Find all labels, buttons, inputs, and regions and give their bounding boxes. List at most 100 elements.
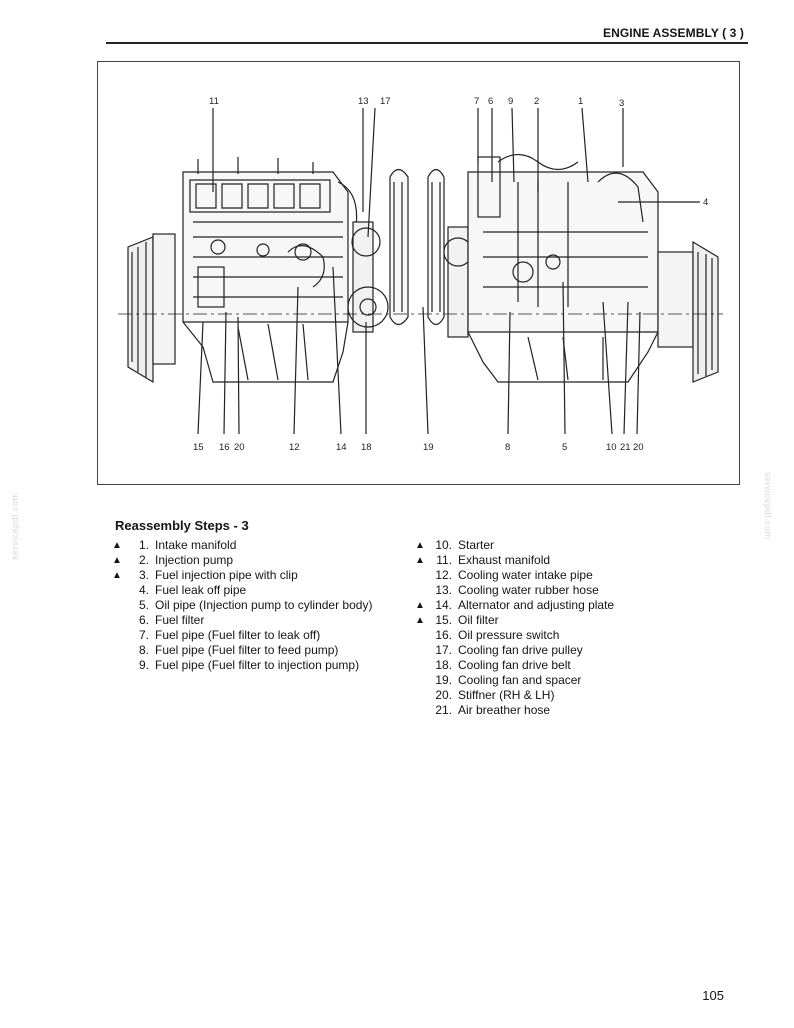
- step-item: ▲ 10. Starter: [415, 538, 725, 553]
- step-triangle-marker: ▲: [112, 555, 122, 566]
- step-item: 12. Cooling water intake pipe: [415, 568, 725, 583]
- step-item: ▲ 1. Intake manifold: [112, 538, 402, 553]
- step-triangle-marker: ▲: [415, 615, 425, 626]
- step-text: Cooling fan and spacer: [458, 673, 582, 687]
- step-number: 9.: [138, 658, 149, 672]
- step-text: Oil filter: [458, 613, 499, 627]
- callout-top-6: 9: [508, 96, 513, 107]
- step-triangle-marker: ▲: [112, 540, 122, 551]
- step-triangle-marker: [415, 568, 432, 583]
- step-item: 7.Fuel pipe (Fuel filter to leak off): [112, 628, 402, 643]
- step-item: 16. Oil pressure switch: [415, 628, 725, 643]
- step-item: 9. Fuel pipe (Fuel filter to injection pu…: [112, 658, 402, 673]
- step-item: 17. Cooling fan drive pulley: [415, 643, 725, 658]
- step-triangle-marker: [415, 673, 432, 688]
- step-triangle-marker: [112, 658, 129, 673]
- step-text: Air breather hose: [458, 703, 551, 717]
- callout-bottom-12: 20: [633, 442, 644, 453]
- step-triangle-marker: [415, 583, 432, 598]
- step-triangle-marker: ▲: [415, 540, 425, 551]
- step-triangle-marker: [112, 628, 129, 643]
- section-title: Reassembly Steps - 3: [115, 518, 249, 533]
- callout-bottom-9: 5: [562, 442, 567, 453]
- callout-bottom-5: 14: [336, 442, 347, 453]
- step-text: Cooling water intake pipe: [458, 568, 593, 582]
- step-number: 20.: [435, 688, 452, 702]
- step-triangle-marker: ▲: [415, 600, 425, 611]
- callout-top-3: 17: [380, 96, 391, 107]
- step-number: 3.: [138, 568, 149, 582]
- step-text: Cooling fan drive belt: [458, 658, 571, 672]
- step-text: Cooling water rubber hose: [458, 583, 599, 597]
- step-triangle-marker: [415, 628, 432, 643]
- engine-diagram-figure: 11 13 17 7 6 9 2 1 3 4 15 16 20 12 14 18…: [97, 61, 740, 485]
- page-header-title: ENGINE ASSEMBLY ( 3 ): [602, 26, 744, 40]
- callout-top-4: 7: [474, 96, 479, 107]
- page-number: 105: [702, 988, 724, 1003]
- step-text: Intake manifold: [155, 538, 237, 552]
- step-item: 18. Cooling fan drive belt: [415, 658, 725, 673]
- step-item: ▲ 2. Injection pump: [112, 553, 402, 568]
- step-number: 6.: [138, 613, 149, 627]
- step-item: 8. Fuel pipe (Fuel filter to feed pump): [112, 643, 402, 658]
- step-text: Fuel filter: [155, 613, 205, 627]
- step-triangle-marker: [112, 583, 129, 598]
- step-item: ▲ 15. Oil filter: [415, 613, 725, 628]
- callout-top-1: 11: [209, 96, 219, 107]
- callout-top-2: 13: [358, 96, 369, 107]
- step-text: Exhaust manifold: [458, 553, 551, 567]
- step-number: 8.: [138, 643, 149, 657]
- step-item: ▲11.Exhaust manifold: [415, 553, 725, 568]
- callout-bottom-2: 16: [219, 442, 230, 453]
- step-triangle-marker: [415, 688, 432, 703]
- step-triangle-marker: ▲: [112, 570, 122, 581]
- step-text: Starter: [458, 538, 495, 552]
- callout-top-7: 2: [534, 96, 539, 107]
- step-triangle-marker: [112, 598, 129, 613]
- step-text: Cooling fan drive pulley: [458, 643, 583, 657]
- callout-bottom-6: 18: [361, 442, 372, 453]
- step-text: Fuel pipe (Fuel filter to feed pump): [155, 643, 339, 657]
- engine-drawing: 11 13 17 7 6 9 2 1 3 4 15 16 20 12 14 18…: [118, 96, 723, 453]
- step-number: 17.: [435, 643, 452, 657]
- watermark-left: servicepdf.com: [10, 492, 20, 560]
- step-item: 6. Fuel filter: [112, 613, 402, 628]
- step-number: 13.: [435, 583, 452, 597]
- step-number: 2.: [138, 553, 149, 567]
- callout-bottom-4: 12: [289, 442, 300, 453]
- callout-side-4: 4: [703, 197, 708, 208]
- step-number: 11.: [436, 553, 452, 567]
- step-text: Fuel injection pipe with clip: [155, 568, 298, 582]
- watermark-right: servicepdf.com: [763, 472, 773, 540]
- callout-top-5: 6: [488, 96, 493, 107]
- step-number: 19.: [435, 673, 452, 687]
- step-number: 15.: [435, 613, 452, 627]
- step-triangle-marker: [415, 658, 432, 673]
- step-item: 19. Cooling fan and spacer: [415, 673, 725, 688]
- step-item: ▲14.Alternator and adjusting plate: [415, 598, 725, 613]
- step-text: Fuel pipe (Fuel filter to leak off): [155, 628, 321, 642]
- steps-list-right: ▲ 10. Starter ▲ 11. Exhaust manifold 12. Cool…: [415, 538, 725, 718]
- step-triangle-marker: [112, 613, 129, 628]
- step-text: Alternator and adjusting plate: [458, 598, 615, 612]
- step-text: Stiffner (RH & LH): [458, 688, 555, 702]
- step-item: ▲ 3. Fuel injection pipe with clip: [112, 568, 402, 583]
- step-text: Oil pressure switch: [458, 628, 560, 642]
- step-triangle-marker: [415, 703, 432, 718]
- step-number: 10.: [435, 538, 452, 552]
- step-number: 1.: [138, 538, 149, 552]
- step-number: 21.: [435, 703, 452, 717]
- callout-bottom-3: 20: [234, 442, 245, 453]
- step-text: Fuel pipe (Fuel filter to injection pump…: [155, 658, 360, 672]
- step-number: 16.: [435, 628, 452, 642]
- step-text: Injection pump: [155, 553, 234, 567]
- step-item: 20. Stiffner (RH & LH): [415, 688, 725, 703]
- step-number: 18.: [435, 658, 452, 672]
- step-item: 5.Oil pipe (Injection pump to cylinder b…: [112, 598, 402, 613]
- step-text: Oil pipe (Injection pump to cylinder bod…: [155, 598, 373, 612]
- callout-bottom-11: 21: [620, 442, 631, 453]
- steps-list-left: ▲ 1. Intake manifold ▲ 2. Injection pump ▲ 3.…: [112, 538, 402, 673]
- step-number: 12.: [435, 568, 452, 582]
- step-item: 21. Air breather hose: [415, 703, 725, 718]
- callout-bottom-10: 10: [606, 442, 617, 453]
